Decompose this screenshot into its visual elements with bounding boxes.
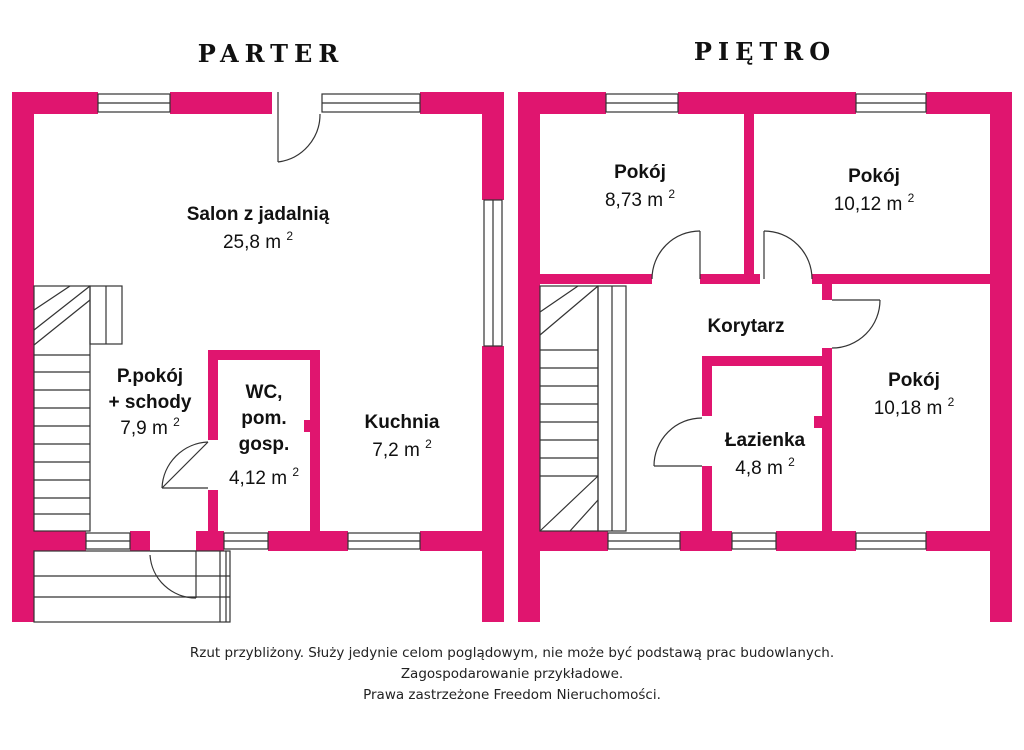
room-area: 4,8 m 2 [735,455,795,479]
upper-floor-windows-doors [539,93,927,550]
room-area: 4,12 m 2 [229,465,299,489]
room-name: pom. [241,408,286,429]
room-name: Kuchnia [365,412,440,433]
disclaimer-line-3: Prawa zastrzeżone Freedom Nieruchomości. [363,687,661,703]
ground-floor-walls [12,92,504,622]
room-area: 7,9 m 2 [120,415,180,439]
upper-room-3: Pokój 10,18 m 2 [874,370,955,419]
ground-room-hall-stairs: P.pokój + schody 7,9 m 2 [109,366,192,439]
disclaimer-line-2: Zagospodarowanie przykładowe. [401,666,623,682]
upper-floor-walls [518,92,1012,622]
room-name: gosp. [239,434,290,455]
title-pietro: PIĘTRO [694,37,836,66]
disclaimer-line-1: Rzut przybliżony. Służy jedynie celom po… [190,645,834,661]
room-name: Korytarz [707,316,784,337]
room-name: + schody [109,392,192,413]
ground-room-wc: WC, pom. gosp. 4,12 m 2 [229,382,299,489]
room-area: 10,18 m 2 [874,395,955,419]
room-name: Pokój [888,370,940,391]
room-area: 10,12 m 2 [834,191,915,215]
ground-floor-windows-doors [33,92,503,623]
room-name: WC, [246,382,283,403]
upper-room-1: Pokój 8,73 m 2 [605,162,675,211]
upper-room-2: Pokój 10,12 m 2 [834,166,915,215]
room-area: 7,2 m 2 [372,437,432,461]
upper-corridor: Korytarz [707,316,784,337]
room-area: 25,8 m 2 [223,229,293,253]
ground-room-kitchen: Kuchnia 7,2 m 2 [365,412,440,461]
ground-room-salon: Salon z jadalnią 25,8 m 2 [187,204,330,253]
room-name: Salon z jadalnią [187,204,330,225]
room-name: Pokój [848,166,900,187]
upper-bathroom: Łazienka 4,8 m 2 [725,430,806,479]
room-area: 8,73 m 2 [605,187,675,211]
room-name: Łazienka [725,430,806,451]
title-parter: PARTER [198,39,345,68]
room-name: Pokój [614,162,666,183]
room-name: P.pokój [117,366,183,387]
